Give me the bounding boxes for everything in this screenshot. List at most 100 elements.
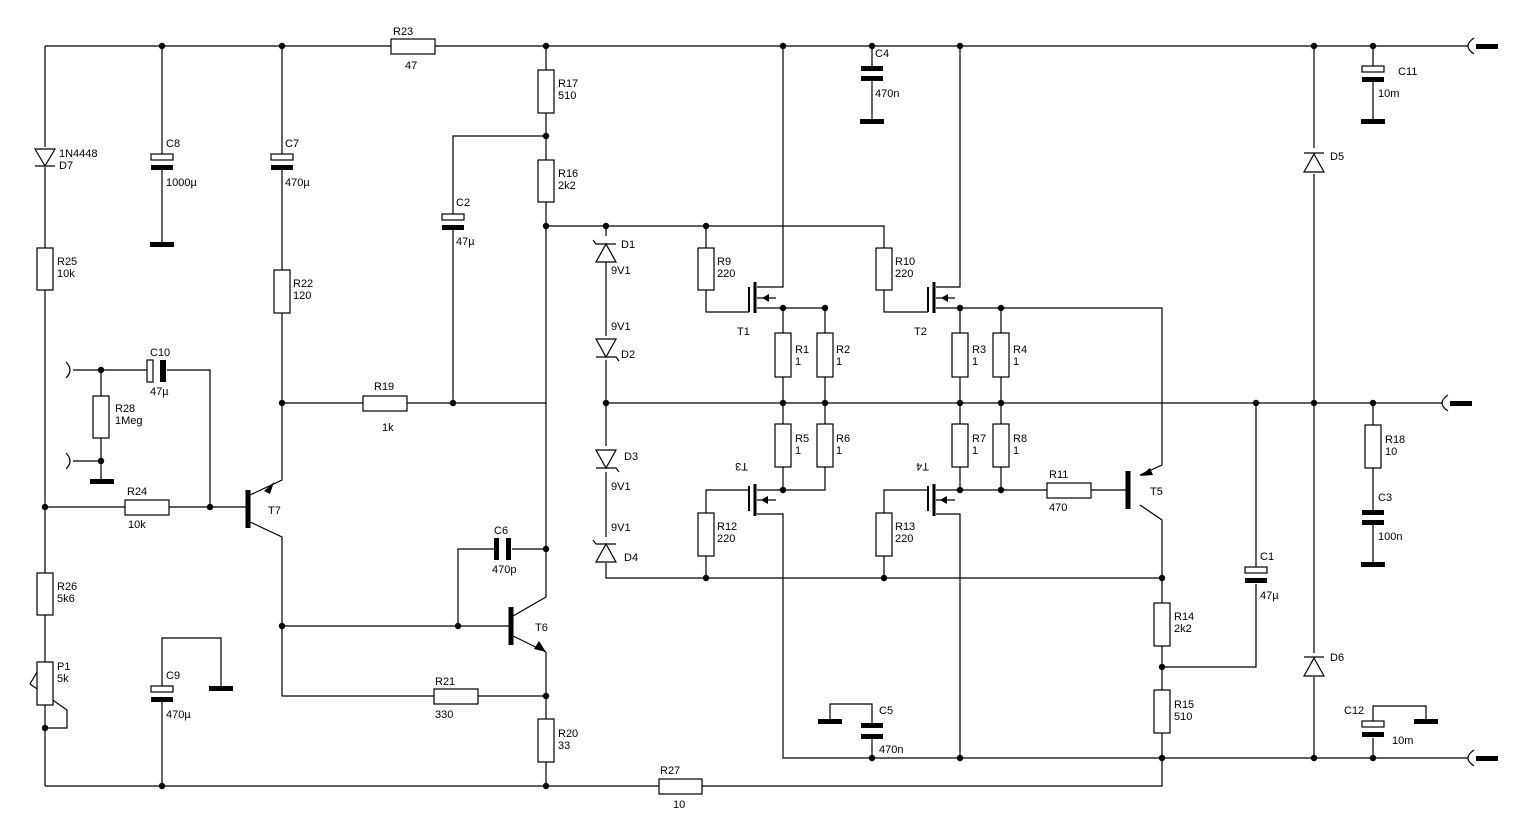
svg-text:R17: R17 xyxy=(558,78,578,90)
diode-d6: D6 xyxy=(1302,652,1344,677)
svg-text:R21: R21 xyxy=(435,676,455,688)
svg-text:220: 220 xyxy=(717,533,735,545)
svg-text:1: 1 xyxy=(1013,356,1019,368)
resistor-r5: R51 xyxy=(774,423,809,468)
svg-text:10m: 10m xyxy=(1392,735,1413,747)
svg-text:D5: D5 xyxy=(1330,151,1344,163)
input-connector-top xyxy=(65,361,71,379)
svg-text:470n: 470n xyxy=(875,88,899,100)
capacitor-c6: C6 470p xyxy=(492,525,516,576)
svg-text:330: 330 xyxy=(435,709,453,721)
svg-text:R2: R2 xyxy=(836,344,850,356)
svg-text:C3: C3 xyxy=(1378,492,1392,504)
svg-text:R9: R9 xyxy=(717,256,731,268)
svg-text:R7: R7 xyxy=(972,433,986,445)
svg-text:R28: R28 xyxy=(115,403,135,415)
svg-text:220: 220 xyxy=(895,268,913,280)
svg-text:R12: R12 xyxy=(717,521,737,533)
svg-text:1: 1 xyxy=(836,356,842,368)
svg-text:R16: R16 xyxy=(558,168,578,180)
svg-text:33: 33 xyxy=(558,740,570,752)
svg-text:1: 1 xyxy=(972,356,978,368)
svg-text:C6: C6 xyxy=(494,525,508,537)
svg-text:220: 220 xyxy=(717,268,735,280)
svg-text:R4: R4 xyxy=(1013,344,1027,356)
resistor-r21: R21 330 xyxy=(433,676,479,721)
svg-text:D2: D2 xyxy=(621,349,635,361)
svg-text:T7: T7 xyxy=(268,505,281,517)
svg-text:T4: T4 xyxy=(916,460,929,472)
svg-text:R25: R25 xyxy=(57,256,77,268)
svg-text:R26: R26 xyxy=(57,581,77,593)
svg-text:R8: R8 xyxy=(1013,433,1027,445)
diode-d5: D5 xyxy=(1302,151,1344,173)
potentiometer-p1: P1 5k xyxy=(29,661,70,706)
svg-text:R15: R15 xyxy=(1174,699,1194,711)
svg-text:R24: R24 xyxy=(127,486,147,498)
svg-text:10: 10 xyxy=(673,799,685,811)
transistor-t6: T6 xyxy=(508,590,548,653)
svg-text:220: 220 xyxy=(895,533,913,545)
svg-text:510: 510 xyxy=(558,90,576,102)
svg-text:C12: C12 xyxy=(1344,705,1364,717)
resistor-r6: R61 xyxy=(816,423,850,468)
svg-text:5k: 5k xyxy=(57,673,69,685)
svg-text:1: 1 xyxy=(795,445,801,457)
svg-text:470n: 470n xyxy=(879,744,903,756)
resistor-r7: R71 xyxy=(951,423,986,468)
svg-text:R19: R19 xyxy=(374,381,394,393)
svg-text:C9: C9 xyxy=(166,670,180,682)
svg-text:C4: C4 xyxy=(875,48,889,60)
svg-text:R13: R13 xyxy=(895,521,915,533)
mosfet-t3: T3 xyxy=(735,460,776,516)
svg-text:47µ: 47µ xyxy=(150,386,169,398)
svg-text:470p: 470p xyxy=(492,564,516,576)
svg-text:47µ: 47µ xyxy=(1260,590,1279,602)
svg-text:R22: R22 xyxy=(293,278,313,290)
mosfet-t4: T4 xyxy=(916,460,955,516)
resistor-r2: R21 xyxy=(816,332,850,378)
svg-text:R3: R3 xyxy=(972,344,986,356)
svg-text:R6: R6 xyxy=(836,433,850,445)
resistor-r4: R41 xyxy=(992,332,1027,378)
svg-text:47µ: 47µ xyxy=(456,236,475,248)
svg-text:100n: 100n xyxy=(1378,531,1402,543)
capacitor-c12: C12 10m xyxy=(1344,705,1438,747)
svg-text:9V1: 9V1 xyxy=(611,321,631,333)
svg-text:R18: R18 xyxy=(1385,434,1405,446)
transistor-t7: T7 xyxy=(245,482,281,528)
svg-text:1: 1 xyxy=(972,445,978,457)
svg-text:1Meg: 1Meg xyxy=(115,415,143,427)
svg-text:D4: D4 xyxy=(624,552,638,564)
svg-text:R11: R11 xyxy=(1049,469,1068,481)
svg-text:1: 1 xyxy=(1013,445,1019,457)
wires xyxy=(29,45,1468,787)
